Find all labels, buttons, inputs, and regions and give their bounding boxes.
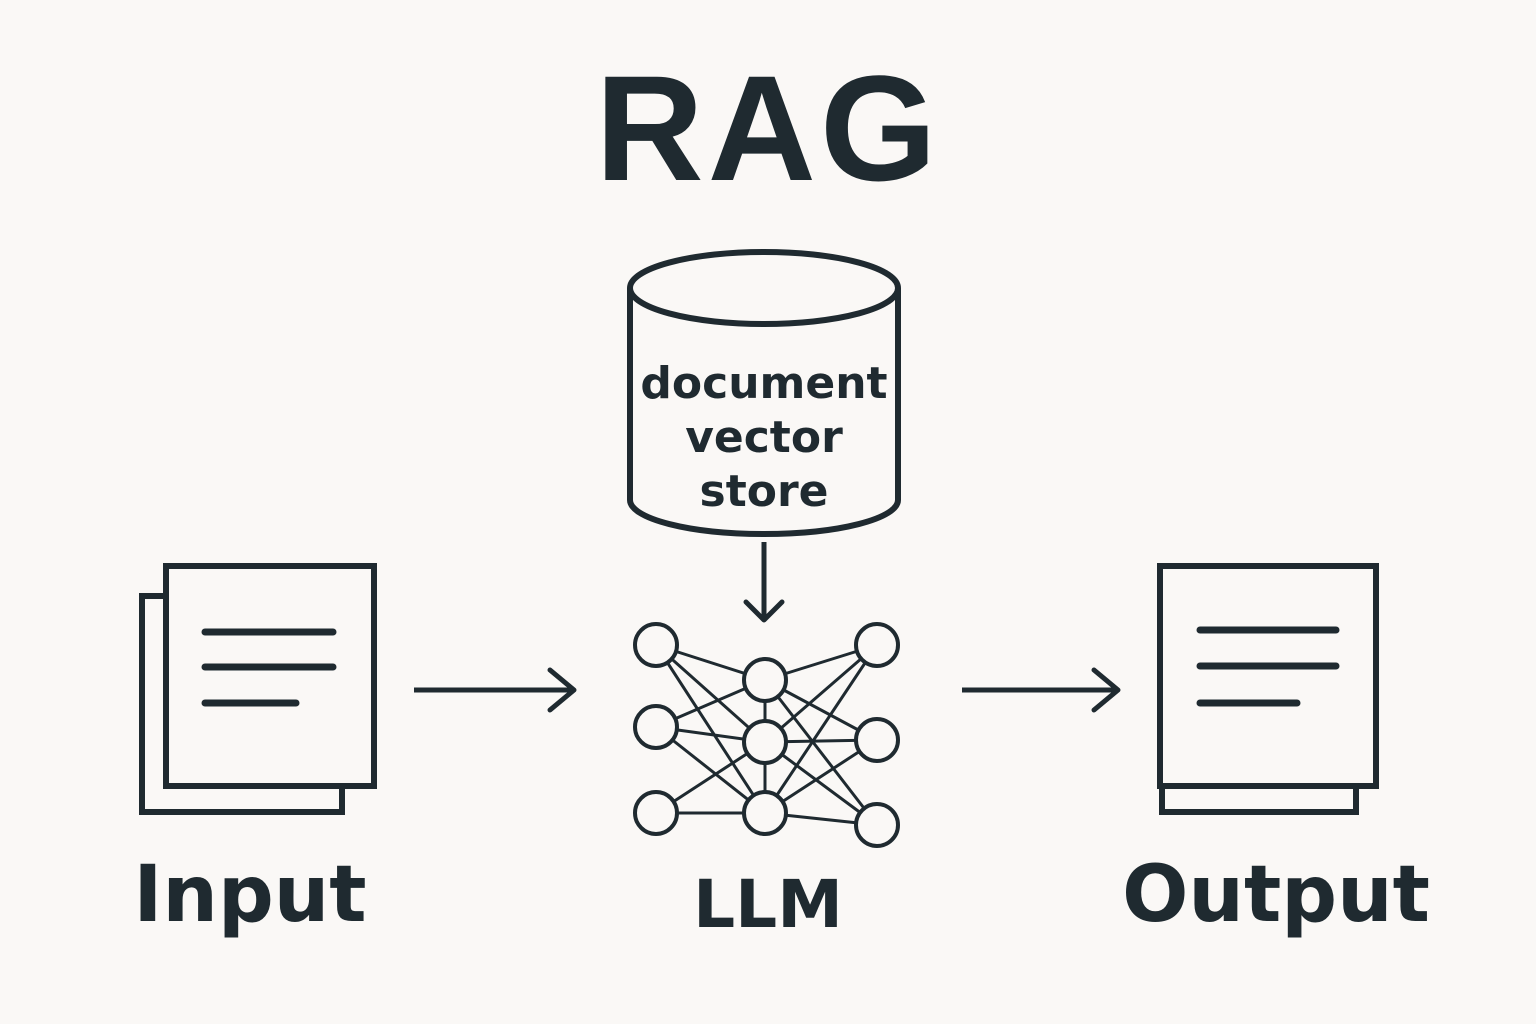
output-document-icon: [1157, 563, 1379, 815]
arrow-llm-to-output: [962, 667, 1121, 713]
network-node: [633, 622, 679, 668]
network-node: [742, 657, 788, 703]
network-node: [633, 704, 679, 750]
arrow-input-to-llm: [414, 667, 577, 713]
neural-network-icon: [633, 622, 900, 848]
database-cylinder-icon: [627, 249, 901, 537]
network-node: [854, 802, 900, 848]
network-node: [854, 717, 900, 763]
store-label-line-2: vector: [685, 412, 843, 463]
network-node: [742, 790, 788, 836]
network-node: [633, 790, 679, 836]
input-label: Input: [133, 850, 366, 940]
llm-label: LLM: [693, 866, 843, 943]
input-document-icon: [139, 563, 377, 815]
arrow-store-to-llm: [743, 542, 785, 623]
network-node: [742, 719, 788, 765]
store-label-line-3: store: [700, 466, 829, 517]
store-label-line-1: document: [640, 358, 887, 409]
network-node: [854, 622, 900, 668]
diagram-title: RAG: [595, 44, 940, 212]
output-label: Output: [1122, 850, 1430, 940]
